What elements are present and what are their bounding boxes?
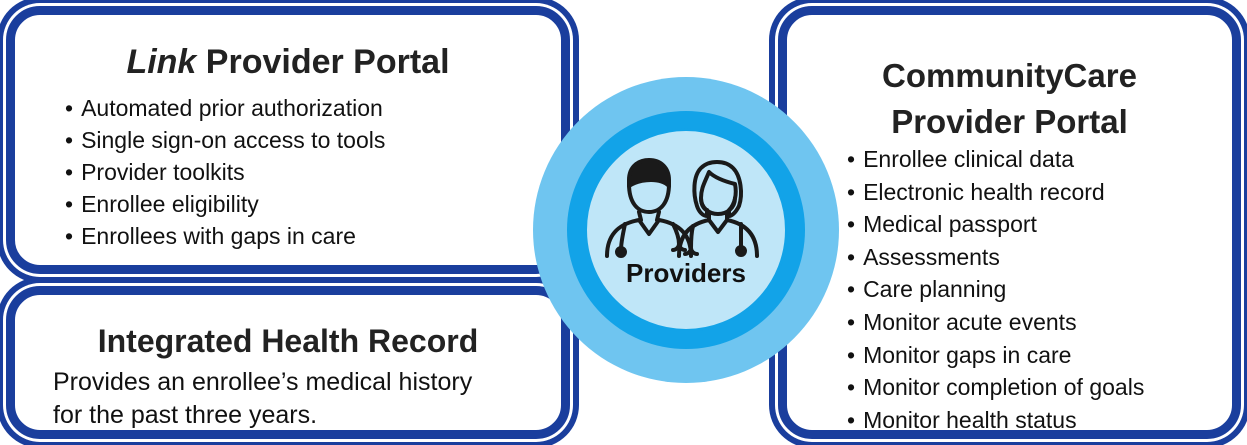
link-title-italic: Link [126, 43, 197, 81]
list-item: Assessments [847, 241, 1144, 274]
ihr-card-title: Integrated Health Record [97, 323, 479, 359]
female-doctor-icon [677, 160, 759, 258]
list-item: Enrollees with gaps in care [65, 220, 385, 252]
list-item: Monitor health status [847, 404, 1144, 437]
link-feature-list: Automated prior authorization Single sig… [65, 92, 385, 252]
providers-label: Providers [626, 258, 746, 288]
list-item: Medical passport [847, 208, 1144, 241]
integrated-health-record-card: Integrated Health Record Provides an enr… [6, 286, 570, 439]
male-doctor-icon [605, 158, 693, 258]
link-card-title: Link Provider Portal [15, 43, 561, 82]
list-item: Single sign-on access to tools [65, 124, 385, 156]
cc-title-line2: Provider Portal [891, 103, 1128, 140]
list-item: Monitor acute events [847, 306, 1144, 339]
list-item: Monitor completion of goals [847, 371, 1144, 404]
link-title-rest: Provider Portal [205, 43, 450, 81]
list-item: Monitor gaps in care [847, 339, 1144, 372]
list-item: Provider toolkits [65, 156, 385, 188]
list-item: Automated prior authorization [65, 92, 385, 124]
ihr-description: Provides an enrollee’s medical history f… [53, 368, 473, 429]
link-provider-portal-card: Link Provider Portal Automated prior aut… [6, 6, 570, 274]
doctors-icon [605, 158, 759, 258]
cc-feature-list: Enrollee clinical data Electronic health… [847, 143, 1144, 436]
list-item: Enrollee eligibility [65, 188, 385, 220]
list-item: Care planning [847, 273, 1144, 306]
list-item: Enrollee clinical data [847, 143, 1144, 176]
cc-title-line1: CommunityCare [882, 57, 1137, 94]
list-item: Electronic health record [847, 176, 1144, 209]
